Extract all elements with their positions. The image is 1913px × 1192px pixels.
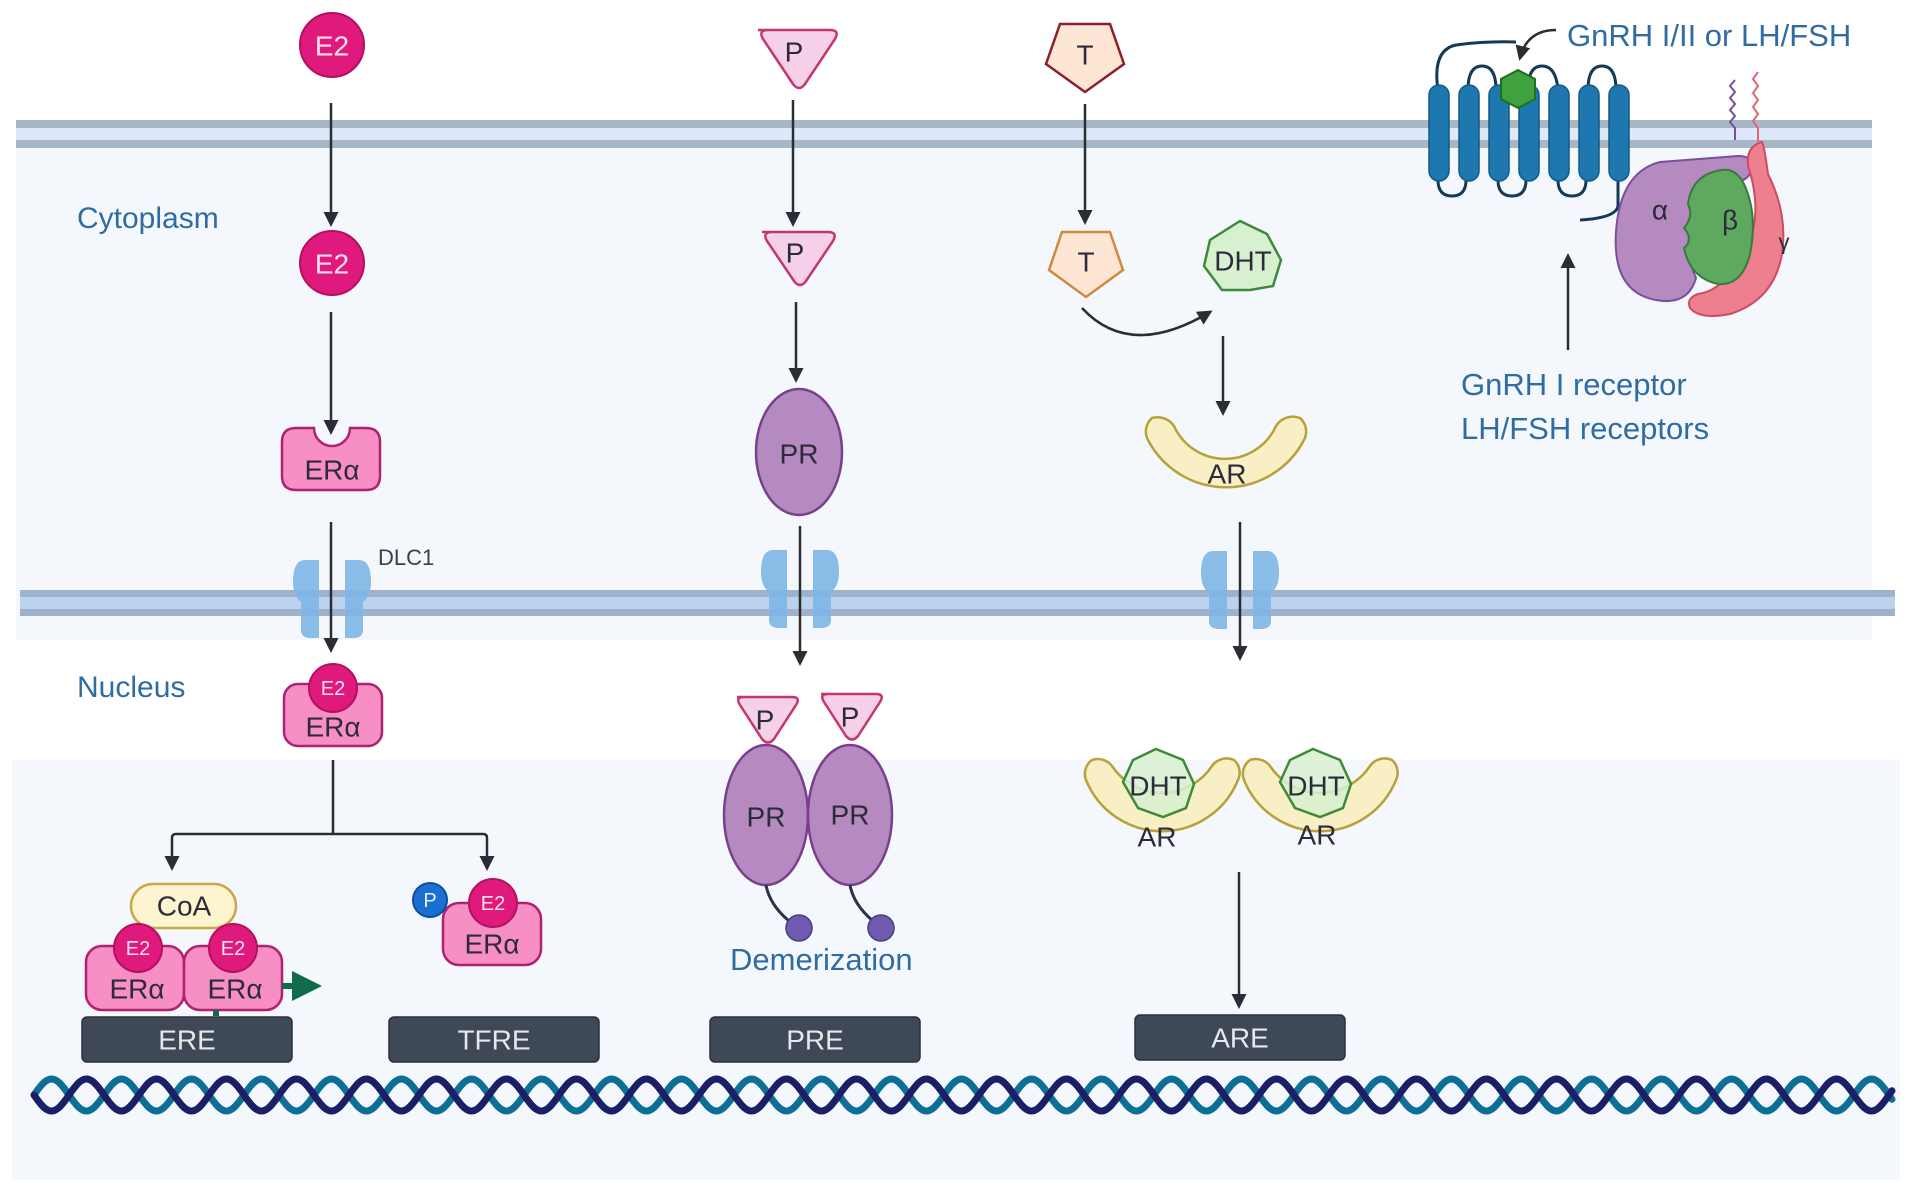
- svg-text:AR: AR: [1138, 822, 1177, 853]
- e2-cytoplasmic: E2: [299, 230, 365, 296]
- response-element-are: ARE: [1134, 1014, 1346, 1061]
- svg-text:ERα: ERα: [304, 455, 359, 486]
- svg-text:P: P: [841, 702, 860, 733]
- svg-text:E2: E2: [315, 31, 349, 62]
- svg-text:E2: E2: [481, 893, 505, 915]
- g-alpha-label: α: [1652, 195, 1668, 226]
- svg-text:ERE: ERE: [158, 1025, 216, 1056]
- pr-receptor-free: PR: [754, 387, 844, 517]
- dlc1-label: DLC1: [378, 545, 434, 570]
- coactivator: CoA: [129, 882, 238, 930]
- e2-extracellular: E2: [299, 12, 365, 78]
- svg-text:ARE: ARE: [1211, 1023, 1269, 1054]
- svg-text:DHT: DHT: [1129, 771, 1187, 802]
- svg-text:PR: PR: [747, 802, 786, 833]
- g-gamma-label: γ: [1779, 230, 1790, 255]
- svg-text:PRE: PRE: [786, 1025, 844, 1056]
- response-element-ere: ERE: [81, 1016, 293, 1063]
- svg-text:ERα: ERα: [207, 974, 262, 1005]
- nucleus-background: [12, 760, 1900, 1180]
- conversion-arrow: [1081, 307, 1213, 337]
- svg-text:ERα: ERα: [305, 712, 360, 743]
- svg-text:DHT: DHT: [1287, 771, 1345, 802]
- svg-text:AR: AR: [1298, 820, 1337, 851]
- ligand-label: GnRH I/II or LH/FSH: [1567, 18, 1851, 53]
- era-receptor-free: ERα: [280, 426, 382, 492]
- e2-era-complex-nuclear: E2 ERα: [282, 663, 384, 748]
- svg-text:E2: E2: [221, 938, 245, 960]
- dimerization-label: Demerization: [730, 942, 913, 977]
- era-dimer: E2 E2 ERα ERα: [84, 923, 284, 1012]
- progesterone-extracellular: P: [758, 28, 838, 90]
- svg-text:ERα: ERα: [464, 929, 519, 960]
- response-element-tfre: TFRE: [388, 1016, 600, 1063]
- ar-receptor-free: AR: [1144, 415, 1308, 490]
- g-protein: α β γ: [1614, 71, 1790, 317]
- svg-text:PR: PR: [780, 439, 819, 470]
- arrow: [164, 832, 333, 871]
- receptor-label-line2: LH/FSH receptors: [1461, 411, 1709, 446]
- nuclear-membrane: [20, 590, 1895, 616]
- svg-text:CoA: CoA: [157, 891, 212, 922]
- phospho-era-complex: E2 ERα P: [412, 878, 543, 967]
- nucleus-label: Nucleus: [77, 671, 185, 704]
- svg-text:TFRE: TFRE: [457, 1025, 530, 1056]
- svg-text:E2: E2: [321, 678, 345, 700]
- svg-text:E2: E2: [315, 249, 349, 280]
- svg-text:P: P: [786, 238, 805, 269]
- arrow: [333, 832, 495, 871]
- receptor-label-line1: GnRH I receptor: [1461, 367, 1687, 402]
- nuclear-pore-icon: [293, 560, 371, 638]
- svg-text:P: P: [785, 37, 804, 68]
- nuclear-pore-icon: [1201, 551, 1279, 629]
- gpcr-receptor: [1428, 40, 1630, 222]
- testosterone-cytoplasmic: T: [1047, 230, 1125, 299]
- ar-dht-dimer: DHT DHT AR AR: [1083, 747, 1399, 853]
- svg-text:ERα: ERα: [109, 974, 164, 1005]
- svg-text:P: P: [756, 705, 775, 736]
- svg-text:T: T: [1077, 247, 1094, 278]
- cytoplasm-label: Cytoplasm: [77, 202, 219, 235]
- dna-helix: [30, 1075, 1896, 1115]
- dht-cytoplasmic: DHT: [1202, 219, 1283, 292]
- response-element-pre: PRE: [709, 1016, 921, 1063]
- plasma-membrane: [16, 120, 1872, 148]
- svg-text:E2: E2: [126, 938, 150, 960]
- nuclear-pore-icon: [761, 550, 839, 628]
- hormone-ligand-icon: [1500, 68, 1536, 110]
- ligand-pointer-arrow: [1515, 28, 1557, 61]
- g-beta-label: β: [1722, 205, 1738, 236]
- svg-text:DHT: DHT: [1214, 246, 1272, 277]
- transcription-arrow-icon: [213, 971, 322, 1016]
- phosphate-label: P: [423, 890, 436, 912]
- pr-dimer: P P PR PR: [722, 692, 895, 942]
- svg-text:T: T: [1076, 40, 1093, 71]
- svg-text:PR: PR: [831, 800, 870, 831]
- testosterone-extracellular: T: [1044, 22, 1126, 94]
- progesterone-cytoplasmic: P: [762, 230, 836, 287]
- svg-text:AR: AR: [1208, 459, 1247, 490]
